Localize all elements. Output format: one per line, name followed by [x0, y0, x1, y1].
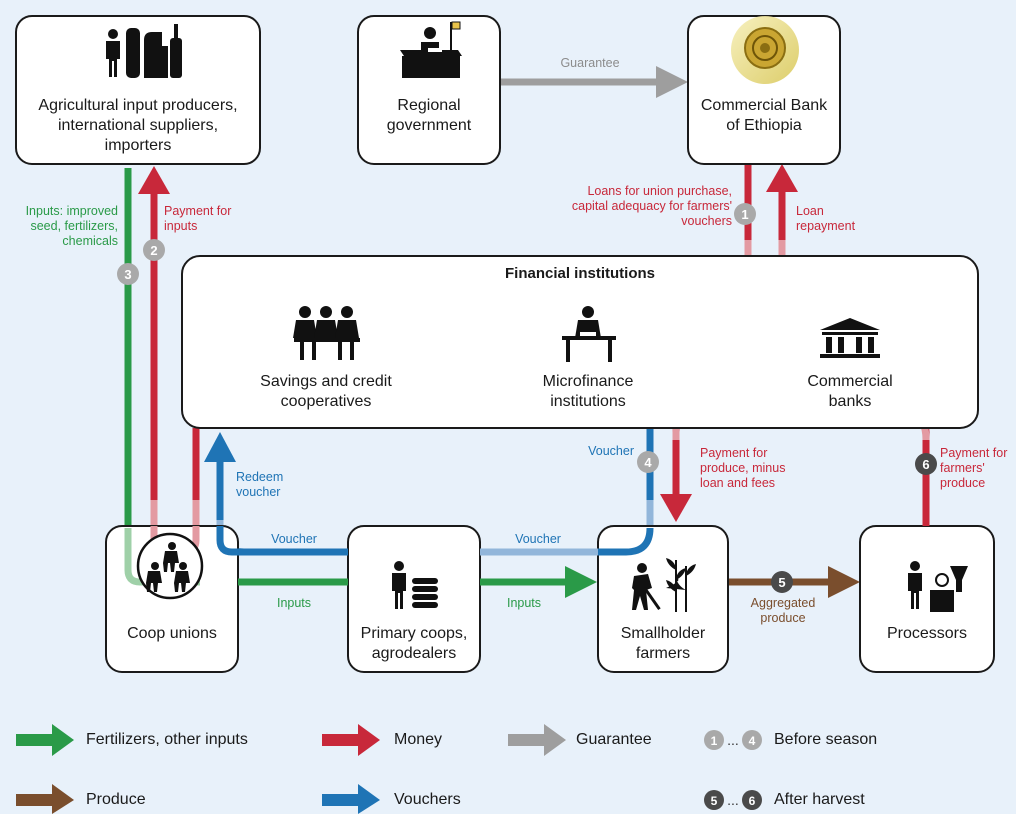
coop-unions-people-icon [136, 532, 204, 600]
svg-text:...: ... [727, 792, 739, 808]
primary-coops-label: Primary coops, agrodealers [360, 625, 468, 662]
payment-produce-arrowhead [660, 494, 692, 522]
microfinance-person-icon [562, 306, 616, 362]
payment-inputs-arrowhead [138, 166, 170, 194]
svg-text:6: 6 [922, 457, 929, 472]
voucher-label-1: Voucher [271, 532, 317, 546]
regional-government-label: Regional government [386, 97, 472, 134]
legend-money-arrow [322, 724, 380, 756]
factory-icon [106, 24, 182, 78]
legend-after-label: After harvest [774, 791, 865, 808]
guarantee-edge-label: Guarantee [560, 56, 620, 70]
redeem-voucher-arrowhead [204, 432, 236, 462]
legend-inputs-label: Fertilizers, other inputs [86, 731, 248, 748]
svg-text:5: 5 [778, 575, 785, 590]
guarantee-arrowhead [656, 66, 688, 98]
legend-produce-label: Produce [86, 791, 146, 808]
svg-text:4: 4 [644, 455, 652, 470]
commercial-banks-label: Commercial banks [807, 373, 893, 410]
legend-money-label: Money [394, 731, 443, 748]
step-badge-2: 2 [143, 239, 165, 261]
produce-line [728, 566, 860, 598]
step-badge-1: 1 [734, 203, 756, 225]
loan-repayment-label: Loan repayment [796, 204, 856, 233]
smallholder-label: Smallholder farmers [620, 625, 706, 662]
legend-guarantee-label: Guarantee [576, 731, 652, 748]
svg-text:6: 6 [749, 794, 756, 808]
processors-label: Processors [886, 625, 968, 642]
svg-text:5: 5 [711, 794, 718, 808]
inputs-label-1: Inputs [276, 596, 312, 610]
bank-coin-icon [731, 16, 799, 84]
payment-produce-label: Payment for produce, minus loan and fees [700, 446, 786, 490]
savings-credit-label: Savings and credit cooperatives [260, 373, 392, 410]
regional-government-box [357, 15, 501, 165]
svg-text:...: ... [727, 732, 739, 748]
microfinance-label: Microfinance institutions [542, 373, 634, 410]
inputs-improved-label: Inputs: improved seed, fertilizers, chem… [25, 204, 118, 248]
svg-text:3: 3 [124, 267, 131, 282]
produce-arrowhead [828, 566, 860, 598]
government-desk-icon [400, 21, 462, 78]
voucher-label-3: Voucher [588, 444, 634, 458]
legend-produce-arrow [16, 784, 74, 814]
financial-institutions-box [181, 255, 979, 429]
cooperative-people-icon [293, 306, 360, 360]
payment-farmers-label: Payment for farmers' produce [940, 446, 1008, 490]
voucher-label-2: Voucher [515, 532, 561, 546]
step-badge-6: 6 [915, 453, 937, 475]
coop-unions-label: Coop unions [127, 625, 217, 642]
step-badge-5: 5 [771, 571, 793, 593]
legend-before-badges: 1 ... 4 [704, 730, 762, 750]
input-producers-box [15, 15, 261, 165]
loan-repayment-arrowhead [766, 164, 798, 192]
legend-before-label: Before season [774, 731, 878, 748]
farmer-hoe-icon [632, 558, 696, 612]
smallholder-farmers-box [597, 525, 729, 673]
step-badge-3: 3 [117, 263, 139, 285]
legend-vouchers-label: Vouchers [394, 791, 461, 808]
input-producers-label: Agricultural input producers, internatio… [38, 97, 238, 154]
financial-institutions-title: Financial institutions [504, 265, 655, 282]
loans-label: Loans for union purchase, capital adequa… [571, 184, 732, 228]
svg-text:1: 1 [711, 734, 718, 748]
processor-machine-icon [908, 561, 968, 612]
svg-text:1: 1 [741, 207, 748, 222]
processors-box [859, 525, 995, 673]
agrodealer-sacks-icon [392, 561, 438, 609]
svg-text:2: 2 [150, 243, 157, 258]
commercial-bank-box [687, 15, 841, 165]
legend-inputs-arrow [16, 724, 74, 756]
redeem-voucher-label: Redeem voucher [236, 470, 284, 499]
step-badge-4: 4 [637, 451, 659, 473]
guarantee-line [500, 66, 688, 98]
legend-guarantee-arrow [508, 724, 566, 756]
bank-building-icon [820, 318, 880, 358]
commercial-bank-label: Commercial Bank of Ethiopia [700, 97, 828, 134]
legend-vouchers-arrow [322, 784, 380, 814]
svg-text:4: 4 [749, 734, 756, 748]
voucher-through-line [216, 526, 348, 556]
legend-after-badges: 5 ... 6 [704, 790, 762, 810]
inputs-label-2: Inputs [506, 596, 542, 610]
payment-inputs-label: Payment for inputs [164, 204, 232, 233]
aggregated-produce-label: Aggregated produce [750, 596, 816, 625]
